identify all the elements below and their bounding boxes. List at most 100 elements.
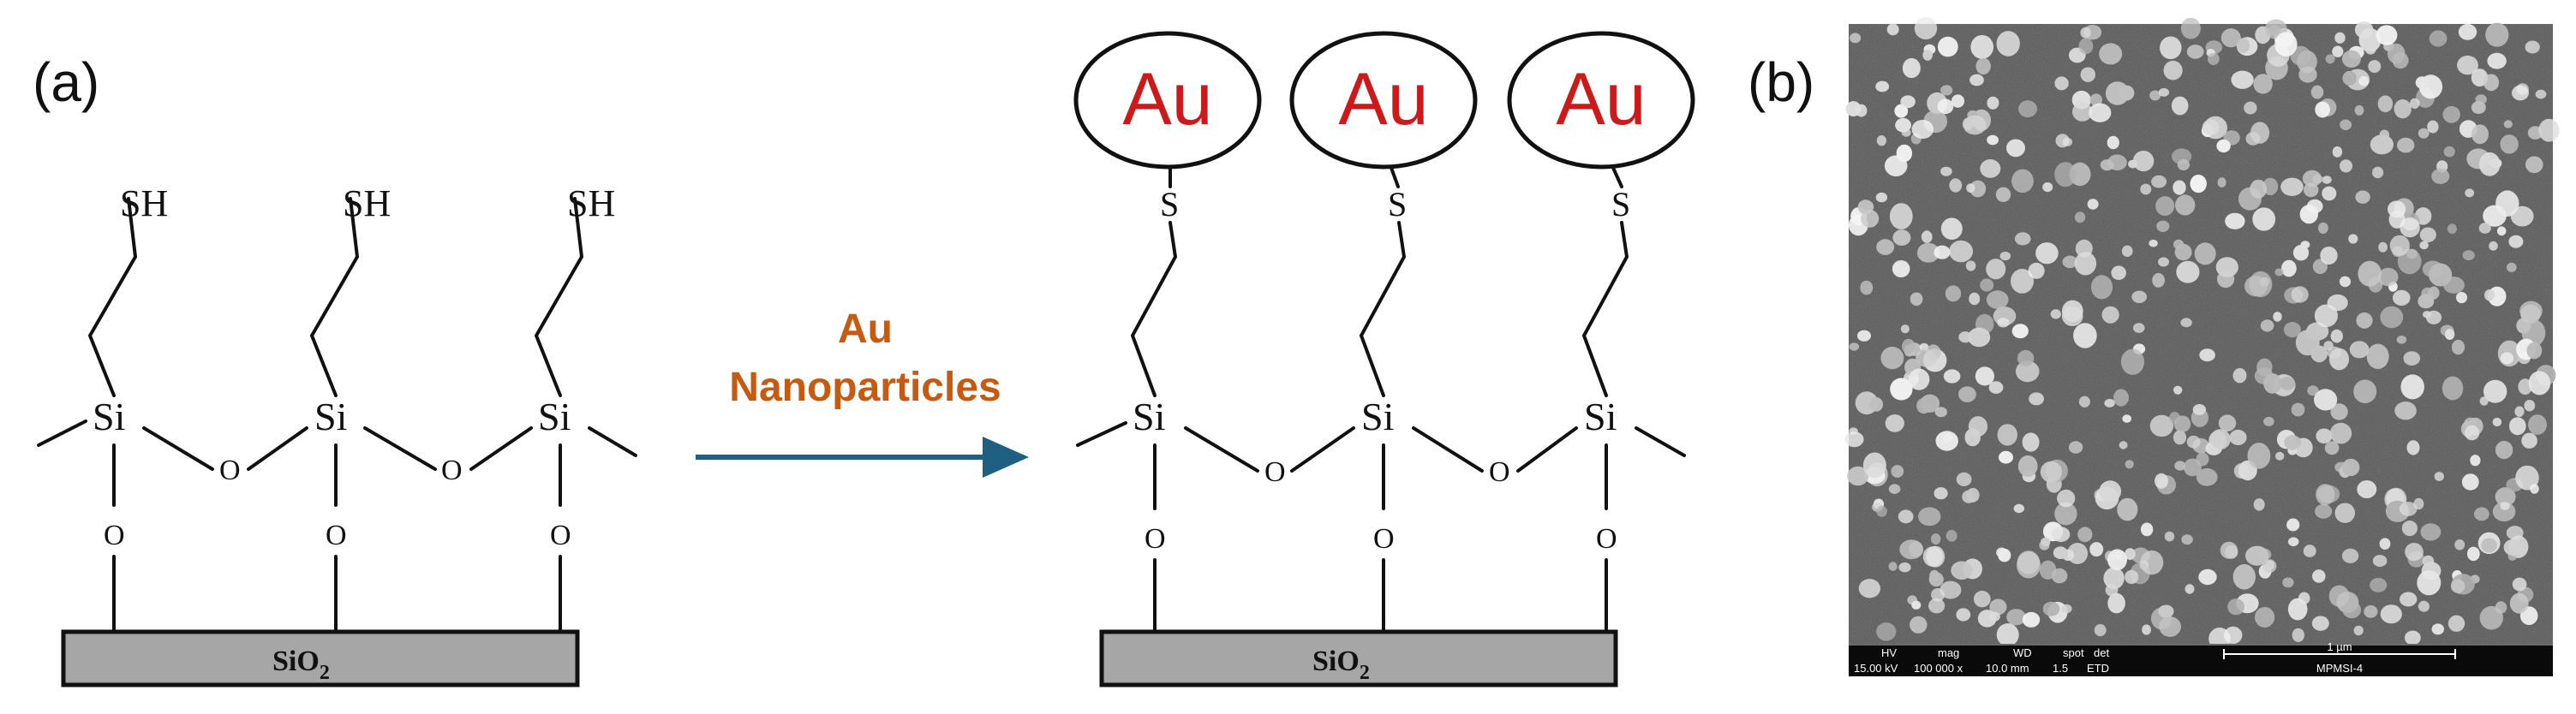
gold-particle-3 [1507, 31, 1695, 170]
sem-particle [2470, 455, 2481, 467]
sem-particle [1921, 230, 1933, 243]
sem-particle [1880, 347, 1904, 370]
sem-particle [2334, 32, 2346, 44]
sem-particle [2173, 430, 2187, 445]
sem-particle [2400, 592, 2418, 607]
sem-particle [2273, 312, 2282, 322]
sem-particle [2017, 349, 2035, 366]
sem-particle [1891, 465, 1904, 478]
sem-particle [2249, 271, 2273, 298]
sem-particle [2101, 306, 2119, 324]
sem-particle [2456, 292, 2467, 304]
sem-particle [1895, 117, 1912, 133]
sem-particle [2263, 416, 2274, 426]
sem-particle [2159, 616, 2182, 637]
sem-particle [2442, 376, 2464, 401]
sem-particle [2077, 527, 2093, 543]
sem-particle [1997, 424, 2017, 446]
sem-particle [1910, 616, 1928, 634]
sem-particle [1970, 35, 1994, 59]
sem-particle [1900, 324, 1910, 334]
substrate-before-label: SiO [272, 646, 320, 677]
sem-particle [2011, 324, 2029, 339]
sem-particle [2279, 377, 2296, 390]
sem-particle [2431, 168, 2450, 184]
sem-particle [1918, 507, 1941, 527]
sem-particle [2169, 412, 2180, 425]
substrate-after [1099, 629, 1618, 687]
sem-particle [2406, 248, 2418, 259]
sem-particle [1898, 509, 1914, 524]
sem-particle [2461, 473, 2479, 491]
sem-particle [2155, 473, 2168, 489]
sem-particle [2171, 96, 2189, 116]
sem-particle [2358, 260, 2382, 287]
sem-particles [1844, 17, 2560, 651]
sem-particle [1980, 159, 2001, 178]
sem-particle [2131, 290, 2148, 303]
sem-particle [2478, 223, 2491, 234]
sem-particle [2447, 223, 2457, 235]
sem-particle [2286, 518, 2300, 532]
gold-particle-2 [1289, 31, 1478, 170]
sem-particle [2329, 422, 2352, 444]
sem-particle [1986, 290, 2009, 309]
sem-particle [2325, 54, 2335, 64]
sem-particle [1888, 484, 1901, 494]
sem-particle [2039, 560, 2057, 580]
sem-particle [1995, 187, 2011, 202]
sem-particle [2292, 245, 2310, 261]
sem-particle [2462, 250, 2475, 261]
sem-particle [2236, 38, 2250, 53]
sem-particle [2342, 70, 2357, 86]
sem-particle [2419, 227, 2436, 243]
sem-particle [1951, 94, 1965, 108]
sem-particle [1857, 330, 1871, 342]
sem-wd-value: 10.0 mm [1986, 662, 2029, 675]
sem-particle [2353, 625, 2364, 636]
sem-particle [2500, 352, 2513, 365]
sem-particle [2256, 358, 2273, 377]
sem-particle [2078, 38, 2094, 55]
sem-particle [2354, 104, 2364, 116]
sem-particle [2120, 348, 2145, 375]
sem-particle [1939, 580, 1962, 599]
sem-particle [2094, 624, 2107, 637]
sem-particle [2006, 139, 2025, 158]
sem-particle [1888, 562, 1898, 571]
sem-particle [1968, 416, 1988, 437]
sem-particle [1916, 397, 1932, 414]
sem-particle [2149, 414, 2174, 437]
sem-particle [1849, 342, 1860, 351]
sem-particle [1861, 210, 1880, 228]
sem-particle [2225, 212, 2245, 229]
sem-particle [2215, 257, 2238, 277]
silicon-after-label-1: Si [1133, 395, 1165, 438]
sem-particle [1847, 466, 1869, 486]
sem-particle [1902, 57, 1921, 79]
before-structure: SiO2 SH SH SH Si Si Si O O O O O [37, 182, 637, 687]
sem-particle [2307, 385, 2319, 396]
sem-particle [1858, 579, 1881, 598]
sem-particle [2181, 534, 2193, 545]
sem-particle [2163, 60, 2183, 80]
sem-particle [2050, 309, 2061, 319]
sem-particle [2022, 611, 2041, 628]
sem-particle [1894, 104, 1909, 118]
surface-oxygen-2: O [326, 520, 347, 551]
sem-particle [2216, 139, 2231, 153]
sem-particle [2164, 531, 2175, 542]
sem-particle [1987, 96, 1999, 110]
sem-particle [2111, 265, 2126, 281]
sem-particle [1999, 251, 2011, 261]
sem-particle [1910, 292, 1923, 306]
sem-particle [2389, 235, 2410, 256]
sem-particle [2209, 429, 2231, 450]
sem-particle [2418, 128, 2430, 139]
sem-particle [2451, 339, 2465, 355]
sem-particle [2538, 118, 2560, 142]
sem-particle [2054, 502, 2077, 526]
sem-particle [2072, 102, 2093, 122]
sem-particle [2207, 52, 2220, 65]
